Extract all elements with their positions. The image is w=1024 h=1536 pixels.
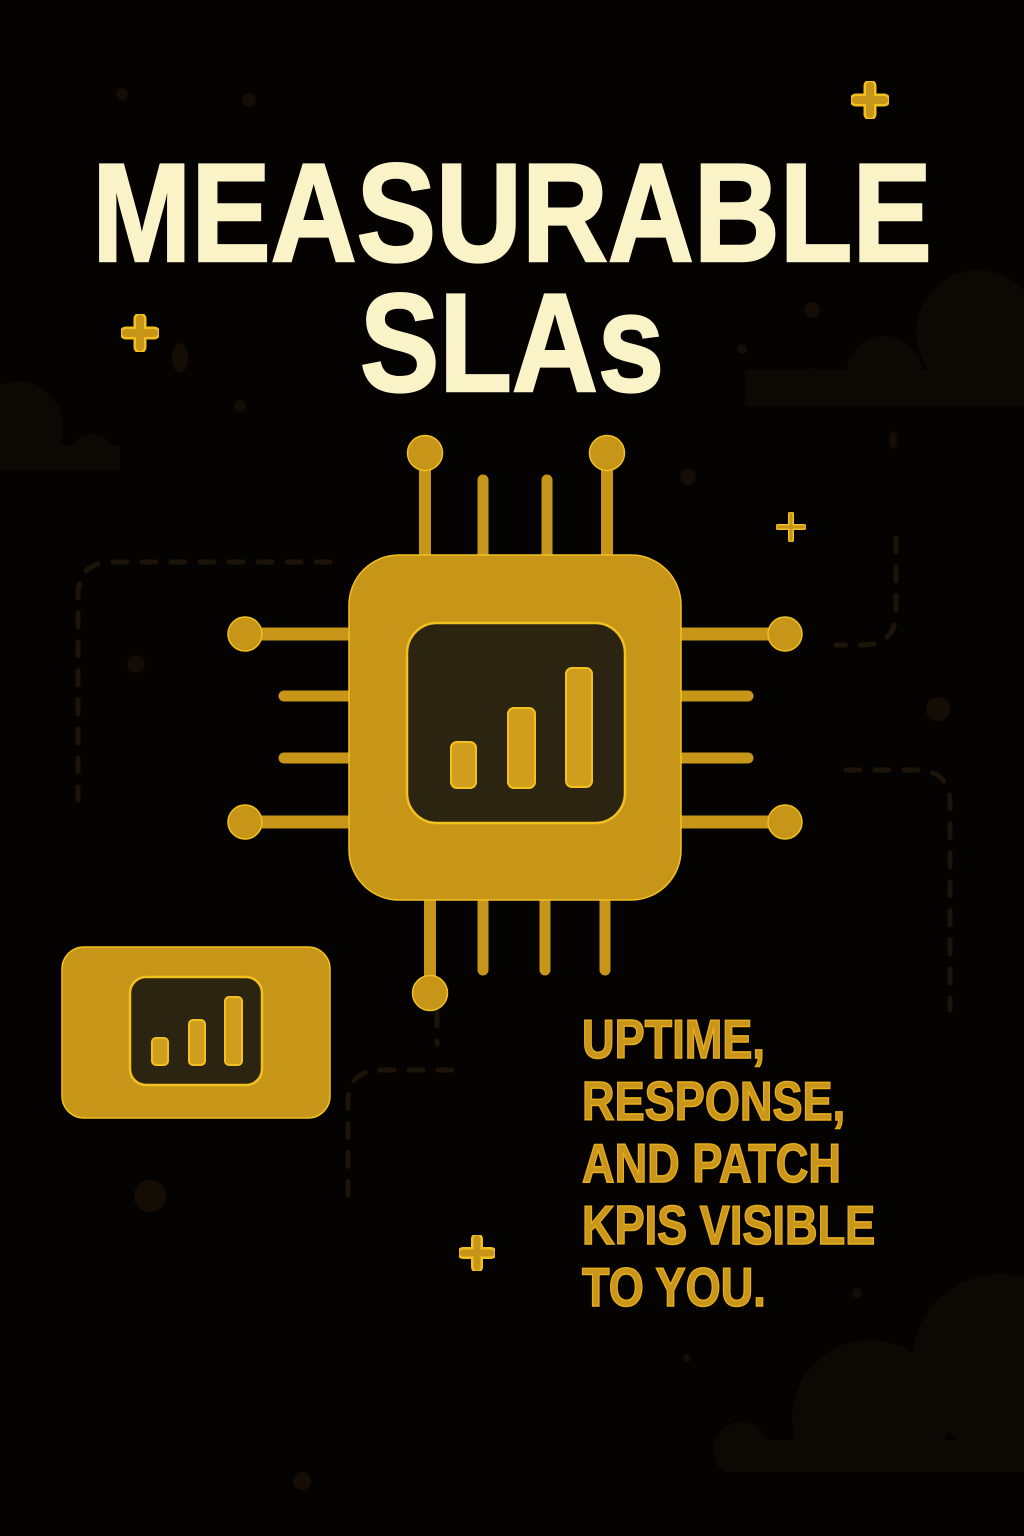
- subtitle-line: RESPONSE,: [581, 1069, 846, 1133]
- cloud-shape-left: [0, 381, 140, 500]
- cloud-shape-top-right: [700, 270, 1024, 430]
- subtitle-text: UPTIME, RESPONSE, AND PATCH KPIS VISIBLE…: [581, 1007, 935, 1319]
- pin-node: [767, 804, 803, 840]
- pin-node: [588, 434, 626, 472]
- subtitle-line: TO YOU.: [581, 1255, 766, 1319]
- subtitle-line: AND PATCH: [581, 1131, 841, 1195]
- pin-node: [227, 804, 263, 840]
- pin-node: [767, 616, 803, 652]
- plus-icon: [121, 314, 159, 352]
- cloud-shape-bottom-right: [660, 1274, 1024, 1536]
- subtitle-line: UPTIME,: [581, 1007, 765, 1071]
- plus-icon: [851, 81, 889, 119]
- chip-bars: [450, 667, 593, 789]
- bar-chart-card-icon: [61, 946, 331, 1119]
- plus-icon: [459, 1235, 495, 1271]
- title-line-2: SLAs: [359, 264, 665, 421]
- page-title: MEASURABLE SLAs: [77, 134, 947, 421]
- card-bars: [151, 996, 243, 1066]
- dashed-rect-decor: [75, 535, 953, 1201]
- subtitle-line: KPIS VISIBLE: [581, 1193, 876, 1257]
- decor-dots: [116, 88, 950, 1490]
- pin-node: [411, 974, 449, 1012]
- pin-node: [227, 616, 263, 652]
- chip-bar-chart-icon: [227, 434, 803, 1012]
- title-line-1: MEASURABLE: [91, 134, 933, 291]
- pin-node: [406, 434, 444, 472]
- plus-icon: [776, 512, 806, 542]
